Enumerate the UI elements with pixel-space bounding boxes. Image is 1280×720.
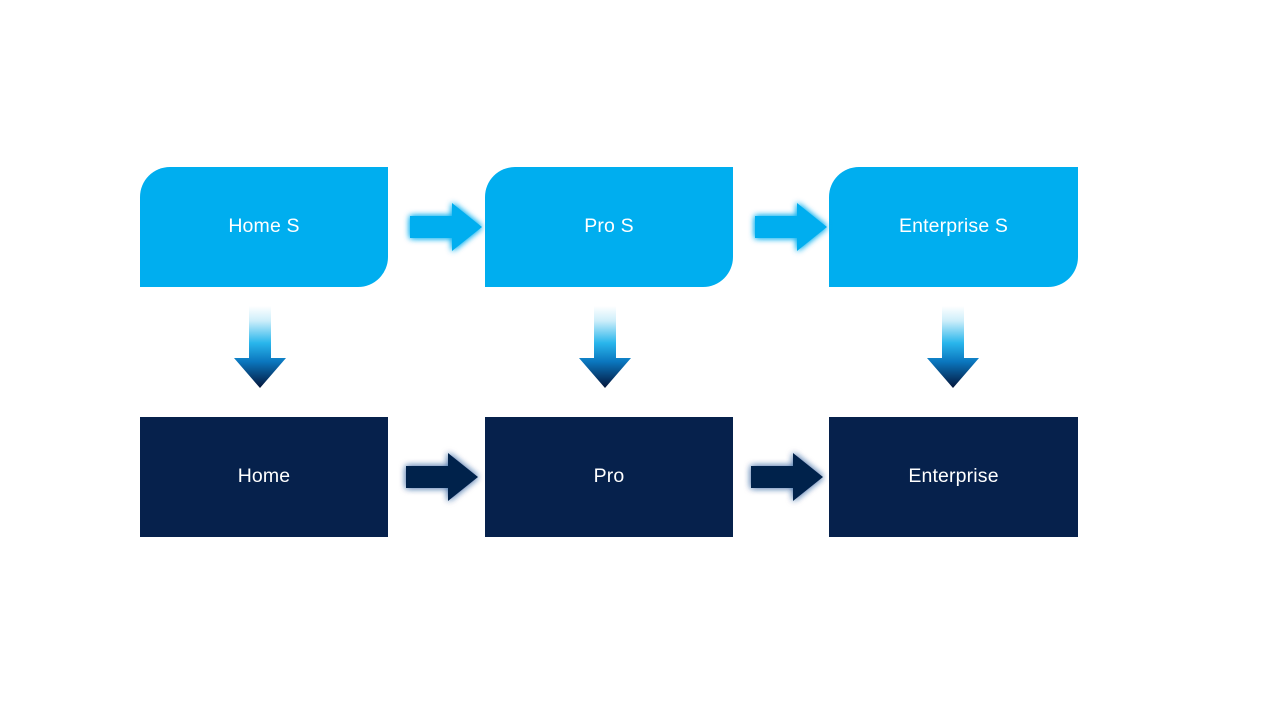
node-label: Pro — [593, 465, 625, 488]
node-enterprise-s[interactable]: Enterprise S — [829, 167, 1078, 287]
node-label: Pro S — [584, 215, 634, 238]
connector-pro-s-to-enterprise-s — [749, 196, 833, 258]
connector-pro-to-enterprise — [745, 446, 829, 508]
node-label: Home — [237, 465, 291, 488]
node-label: Enterprise — [908, 465, 999, 488]
node-home[interactable]: Home — [140, 417, 388, 537]
connector-enterprise-s-to-enterprise — [923, 306, 983, 392]
node-pro-s[interactable]: Pro S — [485, 167, 733, 287]
arrow-right-icon — [410, 203, 482, 251]
arrow-right-icon — [755, 203, 827, 251]
connector-home-s-to-pro-s — [404, 196, 488, 258]
node-label: Enterprise S — [898, 215, 1009, 238]
arrow-right-icon — [406, 453, 478, 501]
node-home-s[interactable]: Home S — [140, 167, 388, 287]
connector-pro-s-to-pro — [575, 306, 635, 392]
arrow-right-icon — [751, 453, 823, 501]
arrow-down-icon — [234, 306, 286, 388]
node-pro[interactable]: Pro — [485, 417, 733, 537]
node-enterprise[interactable]: Enterprise — [829, 417, 1078, 537]
node-label: Home S — [228, 215, 300, 238]
arrow-down-icon — [579, 306, 631, 388]
arrow-down-icon — [927, 306, 979, 388]
connector-home-to-pro — [400, 446, 484, 508]
connector-home-s-to-home — [230, 306, 290, 392]
